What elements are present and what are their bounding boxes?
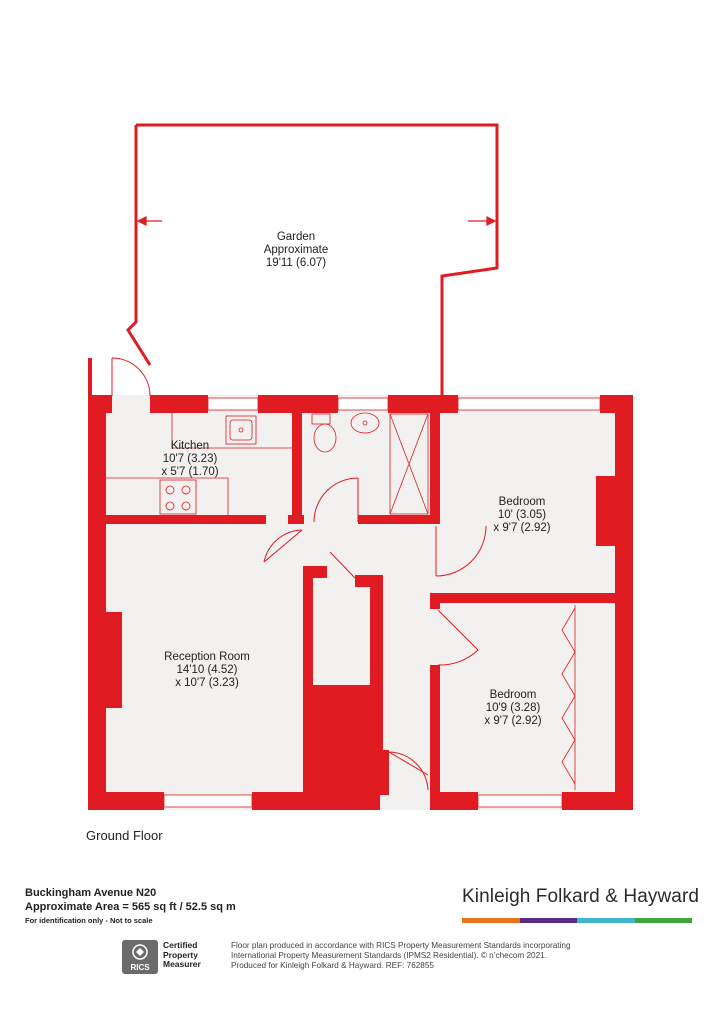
address-line: Buckingham Avenue N20 [25,887,157,899]
floor-label: Ground Floor [86,828,163,843]
svg-text:x 5'7 (1.70): x 5'7 (1.70) [161,466,218,478]
svg-text:Garden: Garden [277,231,315,243]
area-line: Approximate Area = 565 sq ft / 52.5 sq m [25,901,236,913]
outer-walls [88,358,633,810]
svg-text:10'9 (3.28): 10'9 (3.28) [486,702,541,714]
svg-text:Kitchen: Kitchen [171,440,209,452]
cert-line-3: Measurer [163,959,201,969]
windows [163,397,601,808]
bedroom-2-label: Bedroom 10'9 (3.28) x 9'7 (2.92) [484,689,541,727]
svg-text:x 10'7 (3.23): x 10'7 (3.23) [175,677,239,689]
reception-room-label: Reception Room 14'10 (4.52) x 10'7 (3.23… [164,651,250,689]
fixtures [106,412,576,790]
brand-bar-green [634,918,692,923]
scale-note: For identification only - Not to scale [25,916,153,925]
svg-text:RICS: RICS [130,963,150,972]
svg-text:19'11 (6.07): 19'11 (6.07) [266,257,326,269]
disclaimer-line-2: International Property Measurement Stand… [231,951,547,960]
brand-bar-cyan [577,918,635,923]
svg-text:x 9'7 (2.92): x 9'7 (2.92) [493,522,550,534]
brand-color-bar [462,918,692,923]
kitchen-label: Kitchen 10'7 (3.23) x 5'7 (1.70) [161,440,218,478]
cert-line-2: Property [163,949,198,960]
disclaimer-line-3: Produced for Kinleigh Folkard & Hayward.… [231,961,434,970]
cert-line-1: Certified [163,940,198,950]
garden-label: Garden Approximate 19'11 (6.07) [264,231,329,269]
garden-dimension-arrows [136,216,497,226]
brand-name: Kinleigh Folkard & Hayward [462,886,700,907]
brand-bar-orange [462,918,520,923]
address-block: Buckingham Avenue N20 Approximate Area =… [25,886,236,928]
svg-text:Bedroom: Bedroom [490,689,537,701]
door-swings [111,357,487,791]
bedroom-1-label: Bedroom 10' (3.05) x 9'7 (2.92) [493,496,550,534]
svg-text:14'10 (4.52): 14'10 (4.52) [176,664,237,676]
disclaimer-line-1: Floor plan produced in accordance with R… [231,941,571,950]
svg-text:x 9'7 (2.92): x 9'7 (2.92) [484,715,541,727]
floor-plan: Garden Approximate 19'11 (6.07) Kitchen … [88,123,633,810]
svg-text:Bedroom: Bedroom [499,496,546,508]
svg-text:Approximate: Approximate [264,244,329,256]
svg-text:10'7 (3.23): 10'7 (3.23) [163,453,218,465]
disclaimer-text: Floor plan produced in accordance with R… [231,941,571,971]
certified-measurer-label: Certified Property Measurer [163,940,201,970]
svg-text:10' (3.05): 10' (3.05) [498,509,546,521]
svg-text:Reception Room: Reception Room [164,651,250,663]
garden-outline [126,123,499,395]
brand-bar-purple [519,918,577,923]
internal-walls [104,412,616,795]
rics-logo-icon: RICS [122,940,158,974]
